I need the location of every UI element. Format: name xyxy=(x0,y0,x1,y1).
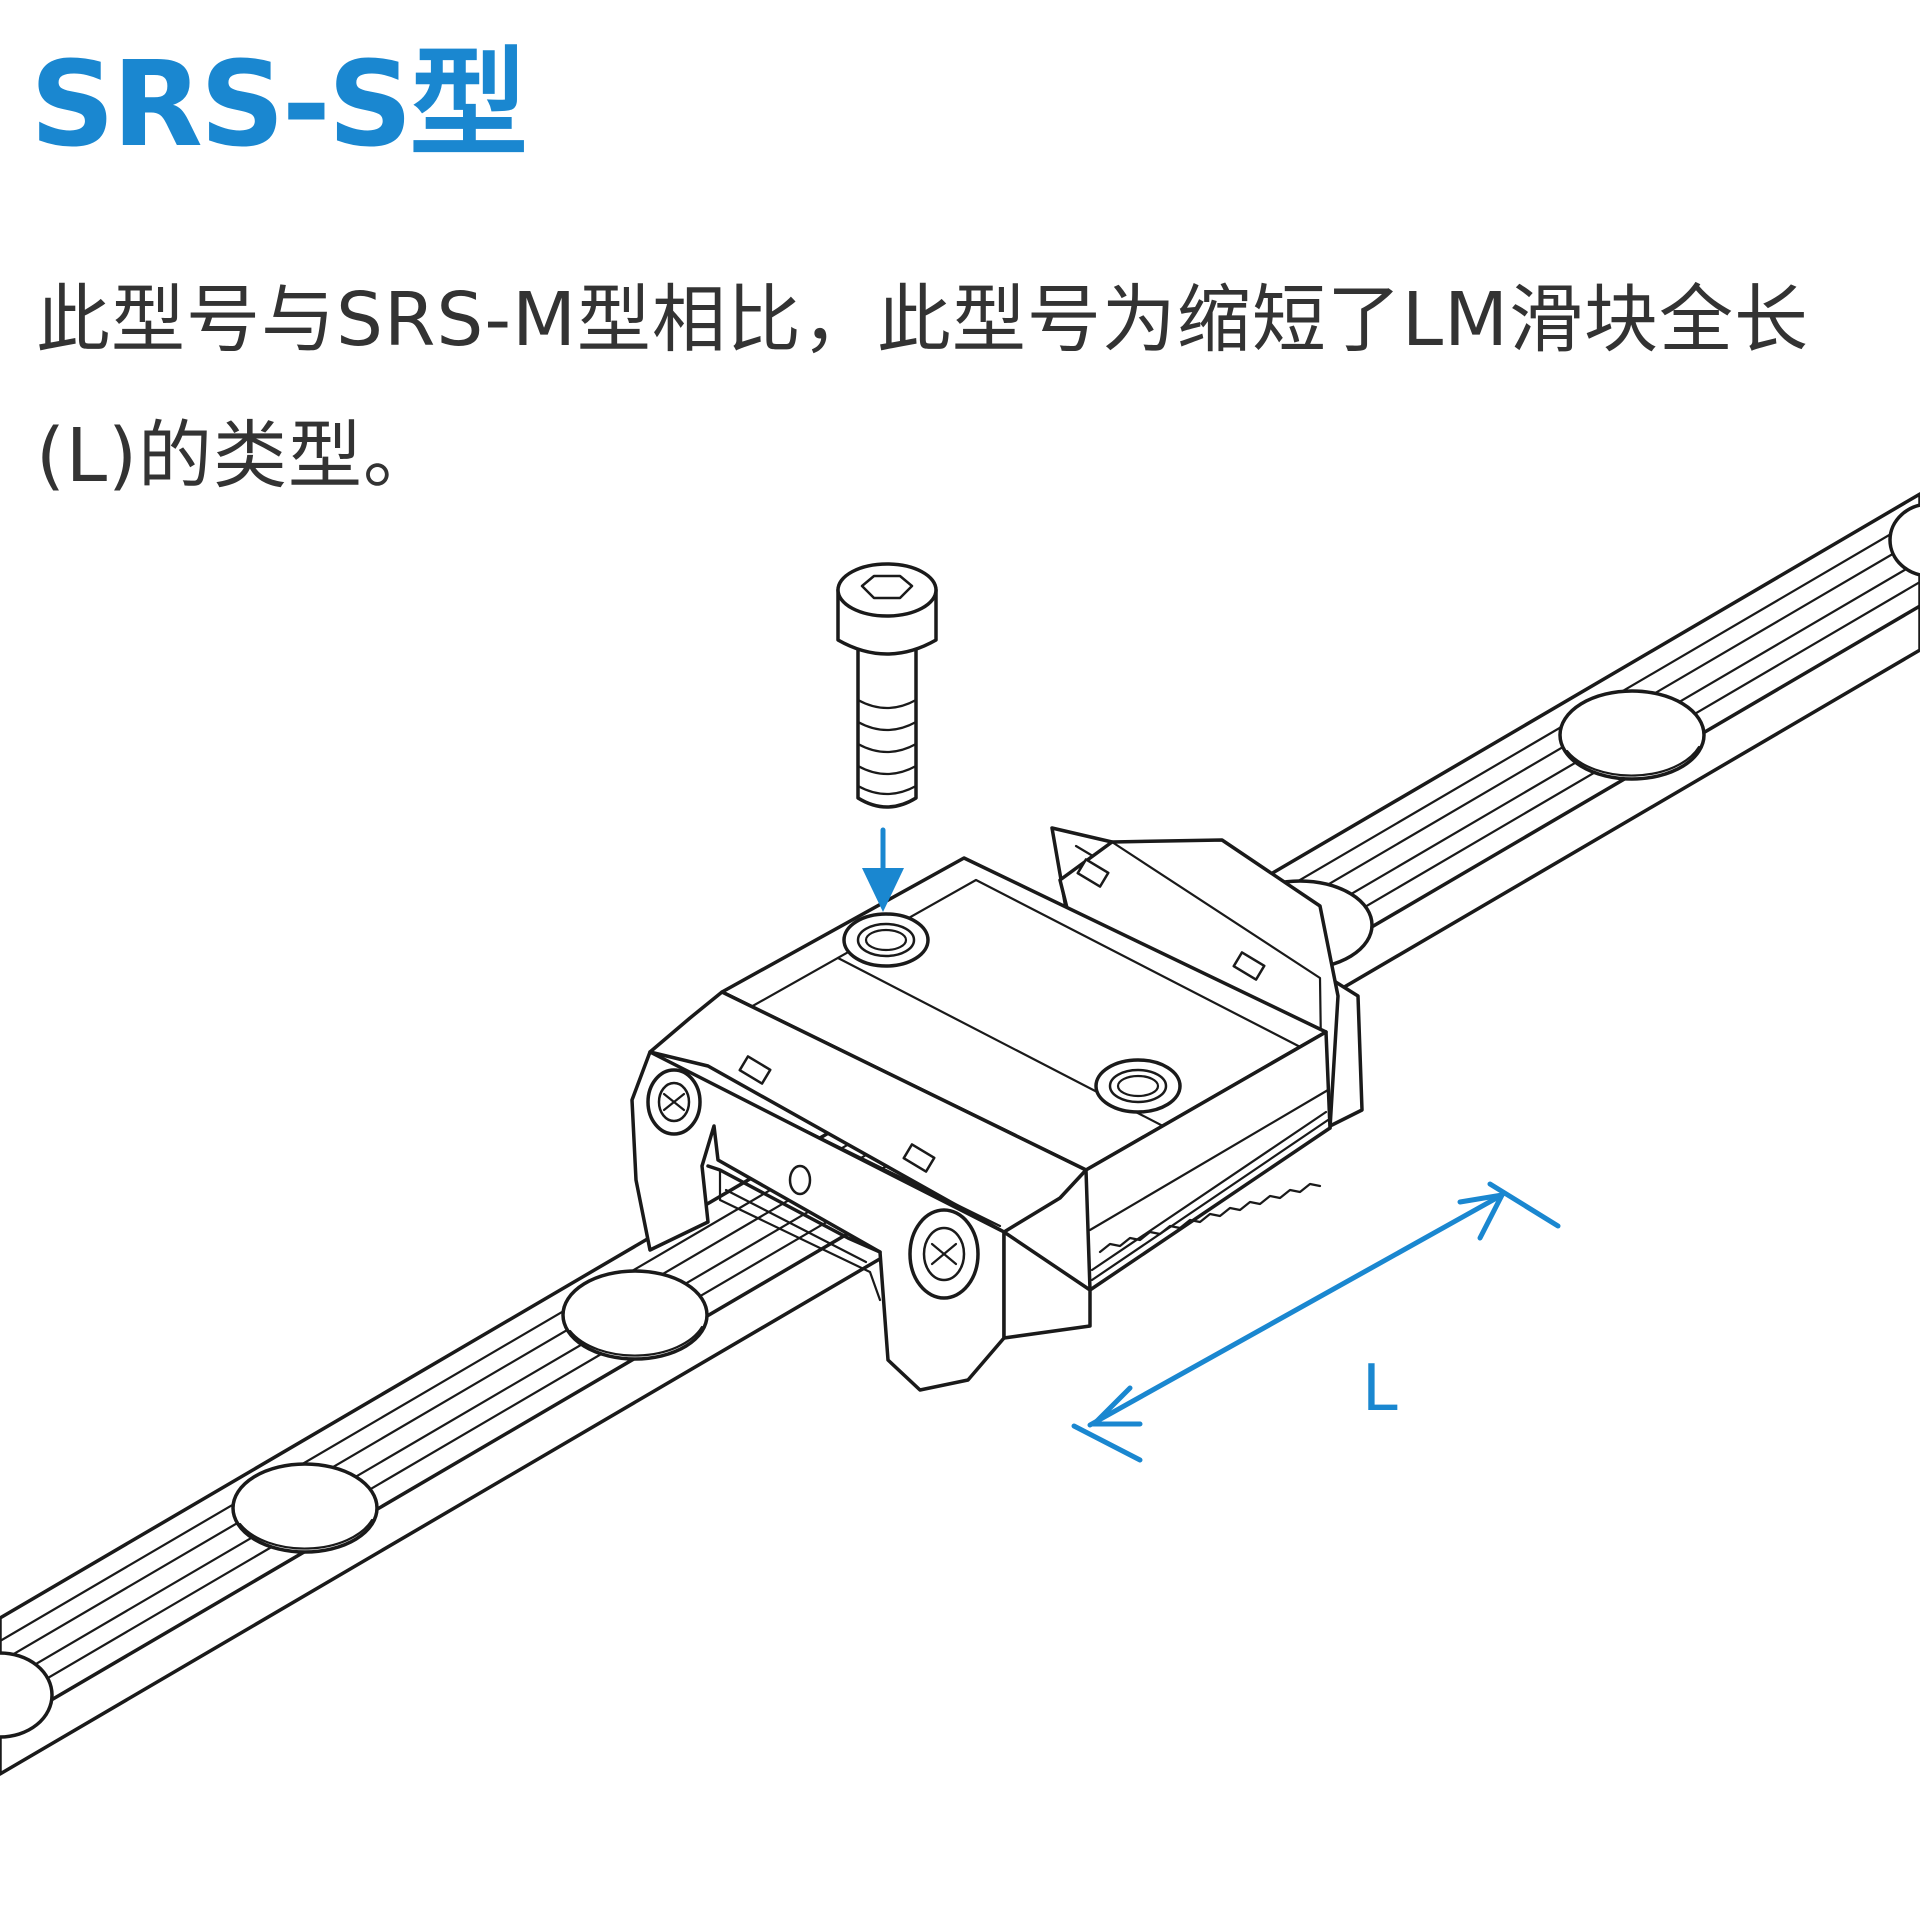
insert-arrow-head xyxy=(862,868,904,912)
tapped-hole xyxy=(1094,1058,1182,1114)
insert-arrow xyxy=(862,827,904,912)
end-screw xyxy=(908,1208,980,1300)
cap-screw xyxy=(836,562,938,809)
rail-hole xyxy=(1888,503,1920,577)
lm-block xyxy=(630,826,1364,1392)
dimension-label: L xyxy=(1362,1352,1398,1426)
rail-hole xyxy=(561,1269,709,1361)
description-text: 此型号与SRS-M型相比，此型号为缩短了LM滑块全长(L)的类型。 xyxy=(36,277,1809,499)
end-screw xyxy=(646,1068,702,1136)
rail-hole xyxy=(0,1651,54,1739)
rail-hole xyxy=(1558,689,1706,781)
tapped-hole xyxy=(842,912,930,968)
rail-hole xyxy=(231,1462,379,1554)
page-title: SRS-S型 xyxy=(30,35,528,173)
dimension-line-l xyxy=(1071,1181,1561,1463)
